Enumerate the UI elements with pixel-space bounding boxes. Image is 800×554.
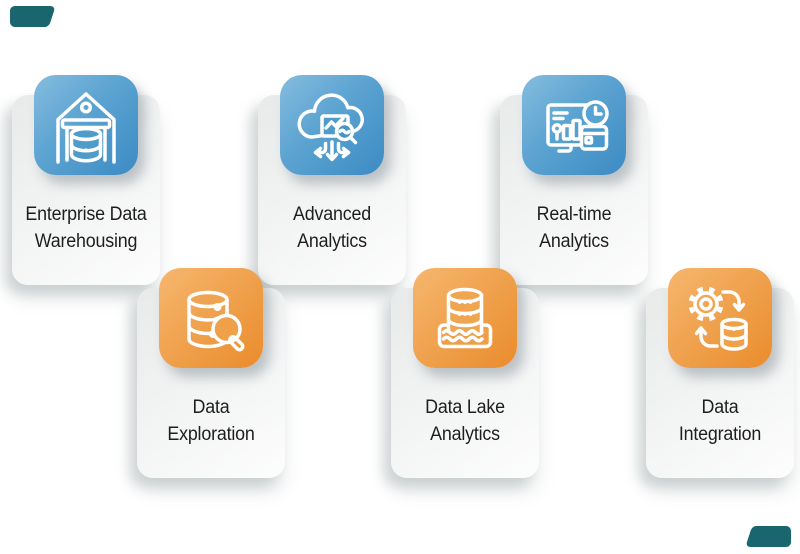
database-lake-icon bbox=[413, 268, 517, 368]
label-line: Real-time bbox=[536, 204, 612, 225]
card-data-lake-analytics: Data Lake Analytics bbox=[391, 268, 539, 478]
label-line: Data Lake bbox=[425, 397, 505, 418]
card-data-integration: Data Integration bbox=[646, 268, 794, 478]
label-line: Analytics bbox=[297, 231, 367, 252]
label-line: Analytics bbox=[539, 231, 609, 252]
corner-accent-top-left bbox=[10, 6, 55, 27]
label-line: Data bbox=[701, 397, 739, 418]
card-label: Advanced Analytics bbox=[262, 201, 401, 255]
card-label: Data Integration bbox=[650, 394, 789, 448]
card-label: Real-time Analytics bbox=[504, 201, 643, 255]
label-line: Integration bbox=[678, 424, 762, 445]
card-label: Data Lake Analytics bbox=[395, 394, 534, 448]
corner-accent-bottom-right bbox=[746, 526, 791, 547]
label-line: Advanced bbox=[293, 204, 371, 225]
dashboard-clock-calendar-icon bbox=[522, 75, 626, 175]
card-data-exploration: Data Exploration bbox=[137, 268, 285, 478]
label-line: Analytics bbox=[430, 424, 500, 445]
label-line: Data bbox=[192, 397, 230, 418]
label-line: Enterprise Data bbox=[25, 204, 147, 225]
gear-database-sync-icon bbox=[668, 268, 772, 368]
cloud-analytics-icon bbox=[280, 75, 384, 175]
database-magnifier-icon bbox=[159, 268, 263, 368]
warehouse-database-icon bbox=[34, 75, 138, 175]
label-line: Warehousing bbox=[34, 231, 138, 252]
card-label: Enterprise Data Warehousing bbox=[16, 201, 155, 255]
card-label: Data Exploration bbox=[141, 394, 280, 448]
label-line: Exploration bbox=[167, 424, 255, 445]
card-real-time-analytics: Real-time Analytics bbox=[500, 75, 648, 285]
card-advanced-analytics: Advanced Analytics bbox=[258, 75, 406, 285]
card-enterprise-data-warehousing: Enterprise Data Warehousing bbox=[12, 75, 160, 285]
